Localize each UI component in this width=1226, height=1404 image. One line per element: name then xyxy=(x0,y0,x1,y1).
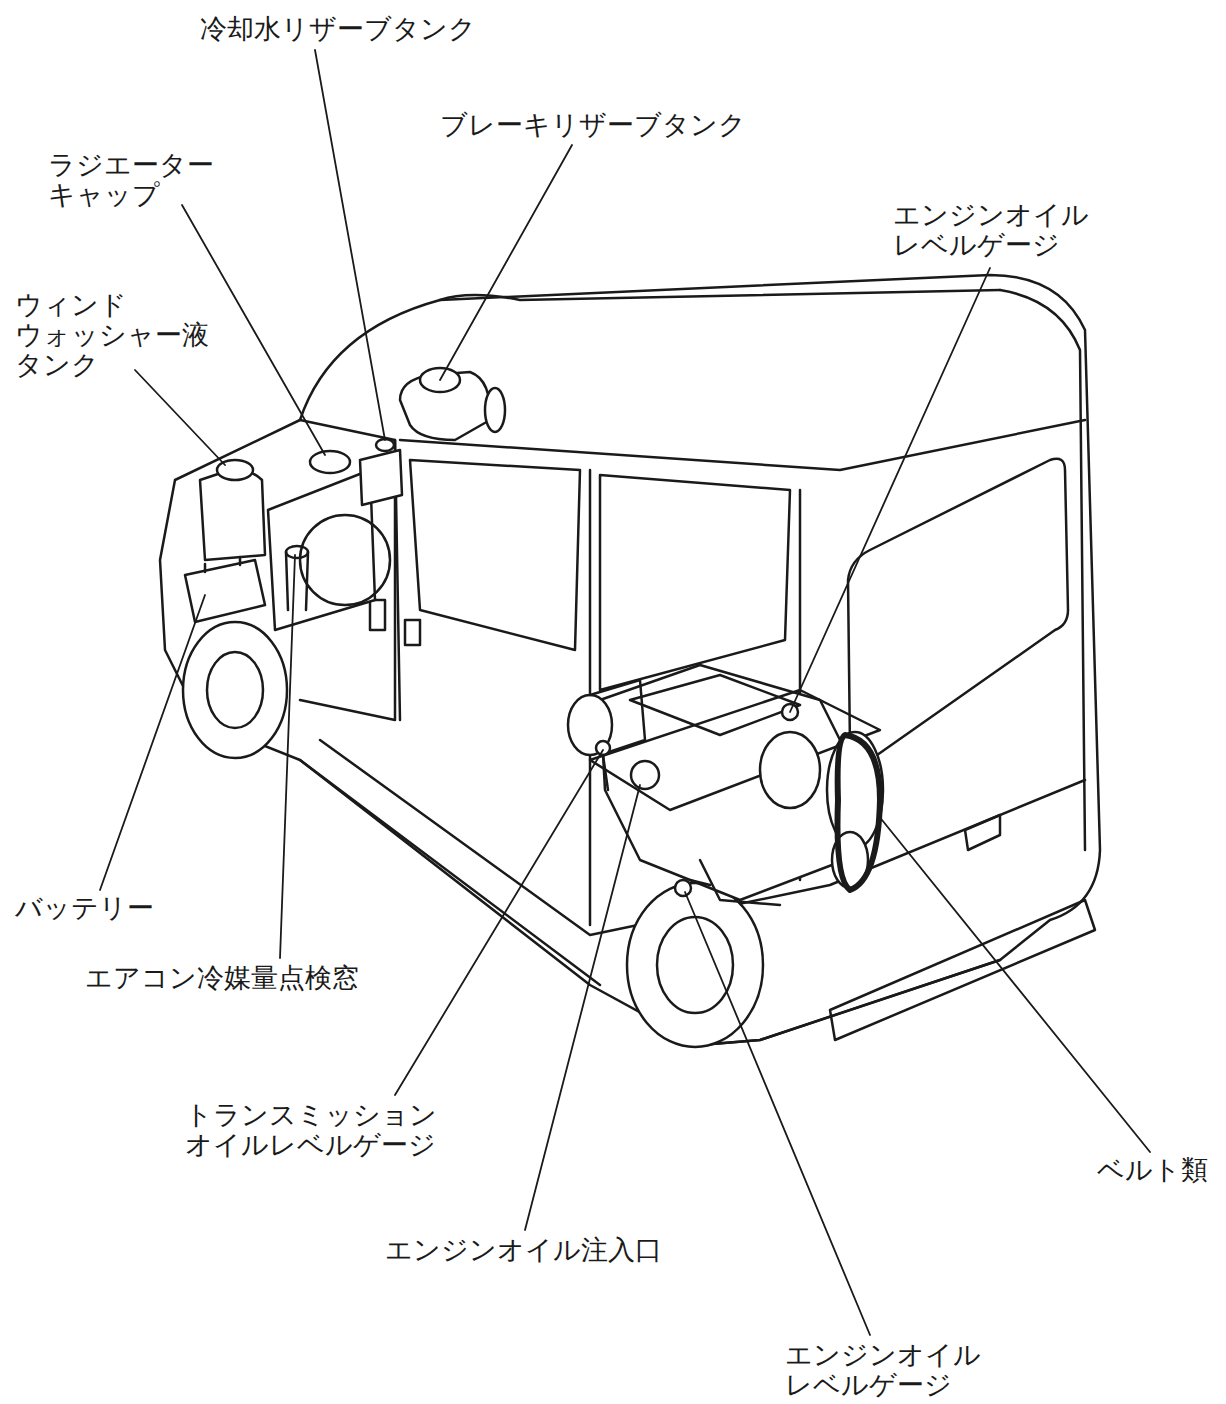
part-label: エンジンオイル注入口 xyxy=(385,1235,705,1265)
roof-outline xyxy=(160,275,1100,1045)
brake-reservoir xyxy=(400,368,505,440)
wheel-arch-shape xyxy=(300,515,390,605)
leader-line xyxy=(440,145,572,380)
front-door-window xyxy=(410,460,580,650)
oil-filler-cap xyxy=(631,761,659,789)
radiator-cap xyxy=(310,451,350,473)
door-handle xyxy=(370,600,420,645)
leader-line xyxy=(135,370,225,465)
part-label: エアコン冷媒量点検窓 xyxy=(85,963,405,993)
leader-line xyxy=(685,892,870,1335)
part-label: トランスミッション オイルレベルゲージ xyxy=(185,1100,455,1160)
part-label: ウィンド ウォッシャー液 タンク xyxy=(15,290,225,380)
battery-terminals xyxy=(205,557,240,572)
belt xyxy=(838,735,881,890)
engine-block xyxy=(600,665,850,900)
trans-dipstick xyxy=(603,755,608,790)
exhaust-pipe xyxy=(690,860,780,905)
rear-handle xyxy=(965,815,1000,850)
muffler xyxy=(760,732,820,808)
front-wheel xyxy=(183,622,287,758)
leader-line xyxy=(525,785,640,1230)
slide-door-window xyxy=(600,475,790,690)
washer-tank xyxy=(200,470,265,560)
part-label: ブレーキリザーブタンク xyxy=(440,110,780,140)
leader-line xyxy=(280,555,295,958)
part-label: ラジエーター キャップ xyxy=(48,150,238,210)
trans-dipstick-ring xyxy=(596,741,610,755)
part-label: バッテリー xyxy=(15,893,195,923)
leader-line xyxy=(315,50,385,440)
rear-engine xyxy=(568,665,883,905)
part-label: ベルト類 xyxy=(1097,1155,1222,1185)
intake xyxy=(590,680,645,755)
rear-window xyxy=(848,459,1068,764)
cylinder-head xyxy=(630,675,800,735)
van-body xyxy=(160,275,1100,1045)
rear-wheel-rim xyxy=(657,917,733,1013)
part-label: エンジンオイル レベルゲージ xyxy=(893,200,1143,260)
front-wheel-rim xyxy=(207,652,263,728)
part-label: 冷却水リザーブタンク xyxy=(200,14,530,44)
ac-sight-window xyxy=(286,546,308,558)
radiator xyxy=(268,470,375,630)
leader-line xyxy=(790,268,990,712)
leader-line xyxy=(395,750,603,1095)
part-label: エンジンオイル レベルゲージ xyxy=(785,1340,1035,1400)
belt-line xyxy=(400,420,1085,470)
battery xyxy=(185,560,265,622)
leader-line xyxy=(878,815,1150,1152)
coolant-tank xyxy=(360,450,402,505)
air-cleaner xyxy=(568,695,612,755)
leader-lines xyxy=(100,50,1150,1335)
rear-wheel xyxy=(627,883,763,1047)
roof-edge xyxy=(440,290,1000,300)
leader-line xyxy=(100,595,205,890)
roof-rear-edge xyxy=(1000,290,1085,850)
brake-lid xyxy=(485,388,505,432)
dipstick-ring-lower xyxy=(675,880,691,896)
